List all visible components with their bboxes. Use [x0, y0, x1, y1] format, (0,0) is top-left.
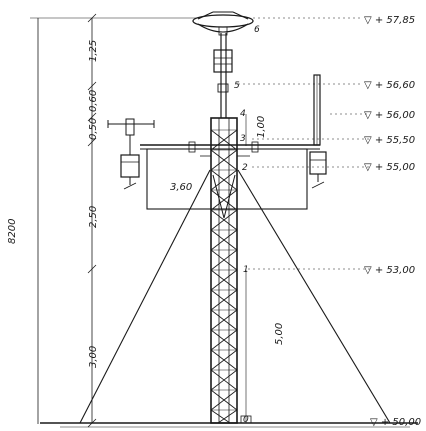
part-number-1: 1 [243, 265, 249, 275]
dim-label-3-00: 3,00 [88, 346, 99, 368]
elevation-labels: ▽ + 57,85 ▽ + 56,60 ▽ + 56,00 ▽ + 55,50 … [364, 15, 421, 428]
dim-label-1-00: 1,00 [256, 116, 267, 138]
dim-label-2-50: 2,50 [88, 206, 99, 228]
elevation-55-00: ▽ + 55,00 [364, 162, 415, 173]
elevation-56-60: ▽ + 56,60 [364, 80, 415, 91]
part-number-0: 0 [243, 415, 249, 425]
dim-label-5-00: 5,00 [274, 323, 285, 345]
mast-top [213, 33, 233, 118]
lattice-tower [210, 117, 252, 424]
elevation-56-00: ▽ + 56,00 [364, 110, 415, 121]
elevation-53-00: ▽ + 53,00 [364, 265, 415, 276]
part-number-5: 5 [234, 81, 240, 91]
overall-dimension-line [30, 17, 205, 424]
part-number-3: 3 [240, 134, 246, 144]
part-number-labels: 6 5 4 3 2 1 0 [234, 25, 260, 425]
cross-arm [140, 141, 320, 210]
top-antenna-dish [192, 11, 254, 36]
dim-label-1-25: 1,25 [88, 40, 99, 62]
left-instrument [107, 118, 155, 190]
elevation-57-85: ▽ + 57,85 [364, 15, 415, 26]
guy-wires [79, 169, 391, 424]
left-dimension-chain [87, 13, 97, 428]
arm-span-label: 3,60 [170, 182, 192, 193]
dim-label-0-50: 0,50 [88, 118, 99, 140]
part-number-4: 4 [240, 109, 246, 119]
right-instrument [309, 74, 327, 189]
part-number-6: 6 [254, 25, 260, 35]
overall-height-label: 8200 [7, 219, 18, 244]
dim-label-0-60: 0,60 [88, 90, 99, 112]
tower-dimension-labels: 1,00 5,00 3,60 [170, 116, 285, 345]
elevation-55-50: ▽ + 55,50 [364, 135, 415, 146]
left-dimension-labels: 1,25 0,60 0,50 2,50 3,00 [88, 40, 99, 368]
part-number-2: 2 [242, 163, 248, 173]
overall-height-text: 8200 [7, 219, 18, 244]
elevation-reference-lines [238, 17, 370, 270]
elevation-50-00: ▽ + 50,00 [370, 417, 421, 428]
